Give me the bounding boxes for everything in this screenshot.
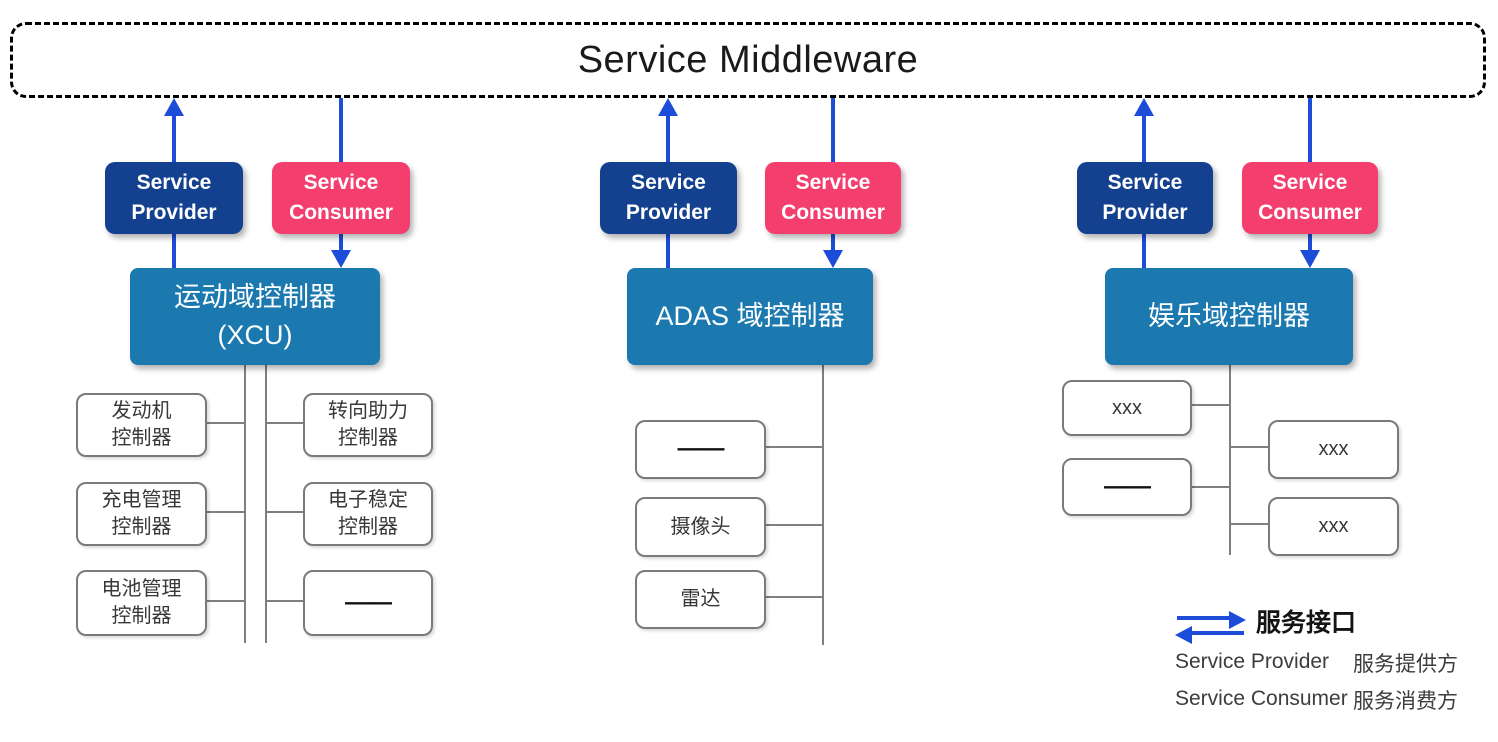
tree-connector-line — [203, 511, 245, 513]
tree-connector-line — [203, 600, 245, 602]
arrow-up-icon — [1134, 98, 1154, 116]
tree-trunk-line — [244, 365, 246, 643]
service-middleware-bar: Service Middleware — [10, 22, 1486, 98]
child-controller-box-placeholder: —— — [303, 570, 433, 636]
child-controller-box: xxx — [1268, 497, 1399, 556]
tree-connector-line — [762, 596, 822, 598]
dash-placeholder: —— — [345, 588, 392, 616]
child-label: 摄像头 — [670, 515, 731, 538]
child-controller-box-placeholder: —— — [635, 420, 766, 479]
child-controller-box: 充电管理 控制器 — [76, 482, 207, 546]
legend-provider-term: Service Provider — [1175, 650, 1330, 673]
child-controller-box: 摄像头 — [635, 497, 766, 557]
legend-arrow-left-head-icon — [1175, 626, 1192, 644]
controller-label: ADAS 域控制器 — [655, 300, 845, 331]
controller-label: 运动域控制器 (XCU) — [174, 281, 336, 350]
child-controller-box: 发动机 控制器 — [76, 393, 207, 457]
tree-trunk-line — [265, 365, 267, 643]
legend-arrow-right-icon — [1177, 616, 1231, 620]
child-controller-box: 转向助力 控制器 — [303, 393, 433, 457]
legend-arrow-left-icon — [1190, 631, 1244, 635]
service-provider-box: Service Provider — [1077, 162, 1213, 234]
service-provider-label: Service Provider — [131, 170, 217, 224]
tree-trunk-line — [822, 365, 824, 645]
child-controller-box: 电池管理 控制器 — [76, 570, 207, 636]
arrow-up-icon — [658, 98, 678, 116]
legend-consumer-term: Service Consumer — [1175, 687, 1348, 710]
arrow-up-icon — [164, 98, 184, 116]
child-label: xxx — [1318, 515, 1349, 537]
tree-connector-line — [1231, 446, 1268, 448]
middleware-title: Service Middleware — [577, 38, 919, 81]
controller-label: 娱乐域控制器 — [1148, 300, 1310, 331]
legend-provider-desc: 服务提供方 — [1353, 653, 1458, 676]
service-consumer-label: Service Consumer — [1258, 170, 1362, 224]
child-controller-box: 电子稳定 控制器 — [303, 482, 433, 546]
child-label: xxx — [1318, 438, 1349, 460]
tree-connector-line — [1188, 404, 1229, 406]
child-label: xxx — [1112, 396, 1142, 419]
service-provider-label: Service Provider — [625, 170, 712, 224]
tree-trunk-line — [1229, 365, 1231, 555]
legend-consumer-desc: 服务消费方 — [1353, 690, 1458, 713]
tree-connector-line — [1188, 486, 1229, 488]
child-label: 电子稳定 控制器 — [328, 489, 408, 538]
tree-connector-line — [1231, 523, 1268, 525]
child-label: 雷达 — [680, 588, 721, 610]
tree-connector-line — [762, 524, 822, 526]
controller-box-adas: ADAS 域控制器 — [627, 268, 873, 365]
service-consumer-box: Service Consumer — [1242, 162, 1378, 234]
service-consumer-box: Service Consumer — [765, 162, 901, 234]
service-provider-box: Service Provider — [600, 162, 737, 234]
service-consumer-label: Service Consumer — [781, 170, 885, 224]
child-label: 电池管理 控制器 — [101, 578, 182, 627]
child-label: 充电管理 控制器 — [101, 489, 182, 538]
child-label: 发动机 控制器 — [111, 400, 172, 449]
tree-connector-line — [266, 422, 304, 424]
tree-connector-line — [266, 600, 304, 602]
service-provider-box: Service Provider — [105, 162, 243, 234]
tree-connector-line — [266, 511, 304, 513]
child-controller-box: 雷达 — [635, 570, 766, 629]
arrow-down-icon — [1300, 250, 1320, 268]
child-controller-box: xxx — [1062, 380, 1192, 436]
dash-placeholder: —— — [1104, 472, 1151, 500]
controller-box-xcu: 运动域控制器 (XCU) — [130, 268, 380, 365]
child-controller-box: xxx — [1268, 420, 1399, 479]
legend-interface-label: 服务接口 — [1256, 609, 1357, 637]
service-consumer-label: Service Consumer — [289, 170, 393, 224]
child-controller-box-placeholder: —— — [1062, 458, 1192, 516]
arrow-down-icon — [331, 250, 351, 268]
child-label: 转向助力 控制器 — [328, 400, 408, 449]
legend-arrow-right-head-icon — [1229, 611, 1246, 629]
arrow-down-icon — [823, 250, 843, 268]
controller-box-entertainment: 娱乐域控制器 — [1105, 268, 1353, 365]
service-consumer-box: Service Consumer — [272, 162, 410, 234]
tree-connector-line — [762, 446, 822, 448]
tree-connector-line — [203, 422, 245, 424]
service-provider-label: Service Provider — [1102, 170, 1188, 224]
dash-placeholder: —— — [677, 435, 725, 463]
